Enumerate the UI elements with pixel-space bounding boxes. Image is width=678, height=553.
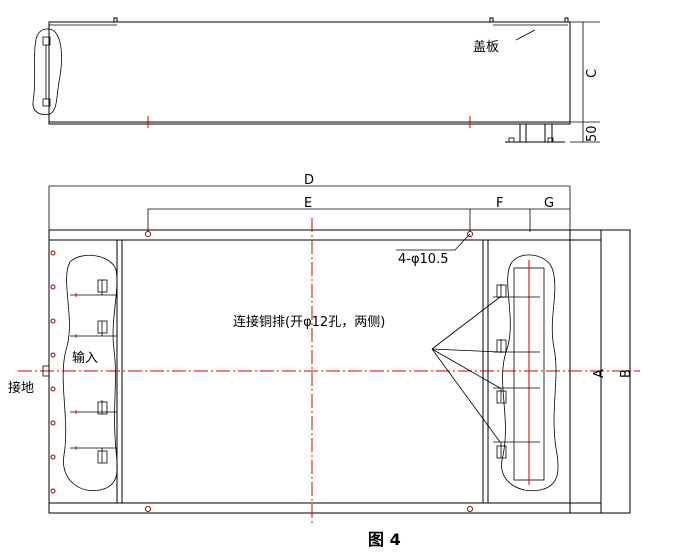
dim-b-label: B: [619, 369, 634, 378]
top-tab-right-2: [564, 17, 569, 22]
cover-leader: [515, 29, 536, 41]
top-left-terminal-outline: [32, 28, 62, 115]
busbar-leaders: [431, 296, 501, 443]
plan-view: D E F G: [8, 173, 640, 525]
right-terminal-2: [493, 339, 540, 353]
top-view-body: [48, 21, 571, 125]
dim-c-label: C: [585, 69, 600, 78]
mount-hole-top-left: [145, 231, 151, 237]
top-tab-right-1: [489, 17, 494, 22]
dim-d-label: D: [304, 173, 314, 188]
ground-label: 接地: [8, 380, 34, 396]
dim-f-label: F: [496, 196, 503, 211]
top-terminal-bolt-1: [42, 36, 51, 46]
top-tab-left: [113, 17, 118, 22]
dim-g-label: G: [544, 196, 554, 211]
holes-leader: [396, 233, 471, 251]
mount-hole-bottom-right: [467, 506, 473, 512]
left-edge-screws: [50, 250, 56, 494]
right-terminals: [493, 284, 540, 459]
left-terminal-4: [70, 446, 117, 464]
input-label: 输入: [72, 350, 98, 366]
cover-label: 盖板: [473, 40, 499, 55]
right-terminal-outline: [501, 254, 559, 492]
holes-label: 4-φ10.5: [398, 252, 448, 267]
right-terminal-3: [493, 387, 540, 404]
ground-stud: [42, 365, 50, 377]
left-terminal-2: [70, 320, 117, 338]
left-terminal-outline: [62, 254, 118, 492]
left-terminal-1: [70, 279, 117, 297]
dim-50-label: 50: [585, 125, 600, 142]
dim-a-label: A: [592, 369, 607, 378]
busbar-label: 连接铜排(开φ12孔，两侧): [233, 314, 385, 330]
top-view: 盖板 C 50: [32, 17, 600, 143]
left-terminals: [70, 279, 117, 464]
mount-bracket: [505, 124, 565, 143]
top-terminal-bolt-2: [42, 98, 51, 107]
figure-caption: 图 4: [368, 530, 401, 549]
mount-hole-bottom-left: [145, 506, 151, 512]
dim-e-label: E: [304, 196, 312, 211]
right-terminal-4: [493, 441, 540, 459]
left-terminal-3: [70, 400, 117, 415]
right-terminal-1: [493, 284, 540, 298]
